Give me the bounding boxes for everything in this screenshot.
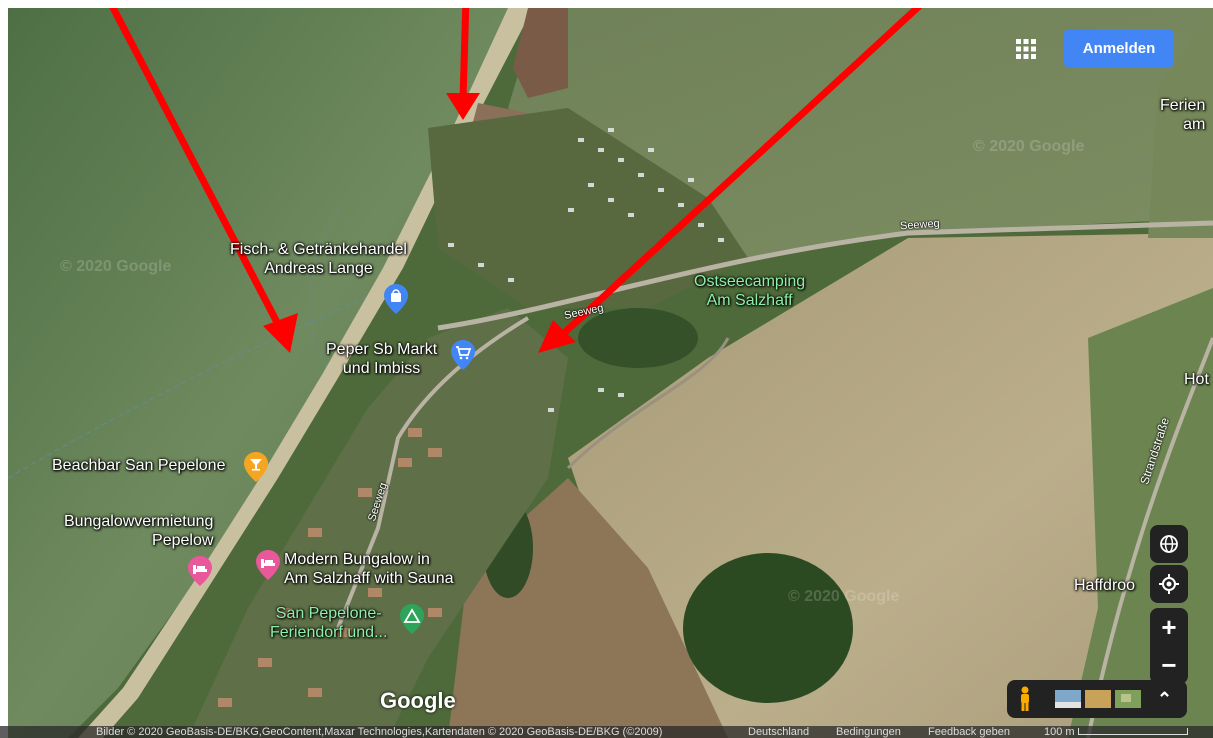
zoom-controls: + −: [1150, 608, 1188, 684]
place-name-line: Peper Sb Markt: [326, 341, 438, 358]
place-label-beachbar[interactable]: Beachbar San Pepelone: [52, 456, 225, 475]
my-location-icon: [1159, 574, 1179, 594]
map-type-thumbnails[interactable]: [1055, 690, 1141, 708]
place-name-line: Am Salzhaff: [706, 292, 793, 309]
terms-link[interactable]: Bedingungen: [836, 726, 901, 738]
hotel-bed-icon[interactable]: [188, 556, 212, 586]
feedback-link[interactable]: Feedback geben: [928, 726, 1010, 738]
map-watermark: © 2020 Google: [973, 138, 1085, 155]
my-location-button[interactable]: [1150, 565, 1188, 603]
attribution-bar: Bilder © 2020 GeoBasis-DE/BKG,GeoContent…: [0, 726, 1213, 738]
scale-bar: [1078, 728, 1188, 735]
place-name-line: Am Salzhaff with Sauna: [284, 570, 454, 587]
map-watermark: © 2020 Google: [788, 588, 900, 605]
attribution-text: Bilder © 2020 GeoBasis-DE/BKG,GeoContent…: [96, 726, 663, 738]
place-label-ferien[interactable]: Ferien am: [1160, 96, 1205, 134]
place-label-bungalowvermietung[interactable]: Bungalowvermietung Pepelow: [64, 512, 213, 550]
pegman-icon[interactable]: [1015, 686, 1035, 712]
sign-in-button[interactable]: Anmelden: [1064, 30, 1174, 67]
place-label-modern-bungalow[interactable]: Modern Bungalow in Am Salzhaff with Saun…: [284, 550, 454, 588]
place-name-line: Bungalowvermietung: [64, 513, 214, 530]
place-label-fisch[interactable]: Fisch- & Getränkehandel Andreas Lange: [230, 240, 407, 278]
place-name-line: Ostseecamping: [694, 273, 806, 290]
place-name-line: und Imbiss: [342, 360, 421, 377]
campground-icon[interactable]: [400, 604, 424, 634]
satellite-imagery: [8, 8, 1213, 738]
map-watermark: © 2020 Google: [60, 258, 172, 275]
place-name-line: Feriendorf und...: [270, 624, 388, 641]
shopping-cart-icon[interactable]: [451, 340, 475, 370]
place-label-ostseecamping[interactable]: Ostseecamping Am Salzhaff: [694, 272, 805, 310]
place-label-haffdroo[interactable]: Haffdroo: [1074, 576, 1135, 595]
chevron-up-icon[interactable]: ⌃: [1157, 689, 1173, 709]
satellite-map[interactable]: © 2020 Google © 2020 Google © 2020 Googl…: [8, 8, 1213, 738]
apps-grid-icon[interactable]: [1016, 39, 1036, 59]
place-label-san-pepelone[interactable]: San Pepelone- Feriendorf und...: [270, 604, 387, 642]
bar-icon[interactable]: [244, 452, 268, 482]
country-link[interactable]: Deutschland: [748, 726, 810, 738]
layer-bar: ⌃: [1007, 680, 1187, 718]
place-label-peper[interactable]: Peper Sb Markt und Imbiss: [326, 340, 437, 378]
place-name-line: Modern Bungalow in: [284, 551, 430, 568]
globe-icon: [1160, 535, 1178, 553]
google-logo: Google: [380, 688, 456, 713]
place-name-line: Ferien: [1160, 97, 1206, 114]
place-name-line: Andreas Lange: [264, 260, 373, 277]
zoom-in-button[interactable]: +: [1161, 611, 1177, 642]
place-name-line: San Pepelone-: [275, 605, 382, 622]
place-label-hot[interactable]: Hot: [1184, 370, 1209, 389]
place-name-line: Haffdroo: [1074, 577, 1136, 594]
place-name-line: Fisch- & Getränkehandel: [230, 241, 407, 258]
scale-label[interactable]: 100 m: [1044, 726, 1075, 738]
globe-button[interactable]: [1150, 525, 1188, 563]
place-name-line: Pepelow: [152, 532, 214, 549]
place-name-line: Hot: [1184, 371, 1209, 388]
place-name-line: am: [1183, 116, 1206, 133]
zoom-out-button[interactable]: −: [1161, 649, 1177, 680]
place-name-line: Beachbar San Pepelone: [52, 457, 226, 474]
hotel-bed-icon[interactable]: [256, 550, 280, 580]
shopping-bag-icon[interactable]: [384, 284, 408, 314]
